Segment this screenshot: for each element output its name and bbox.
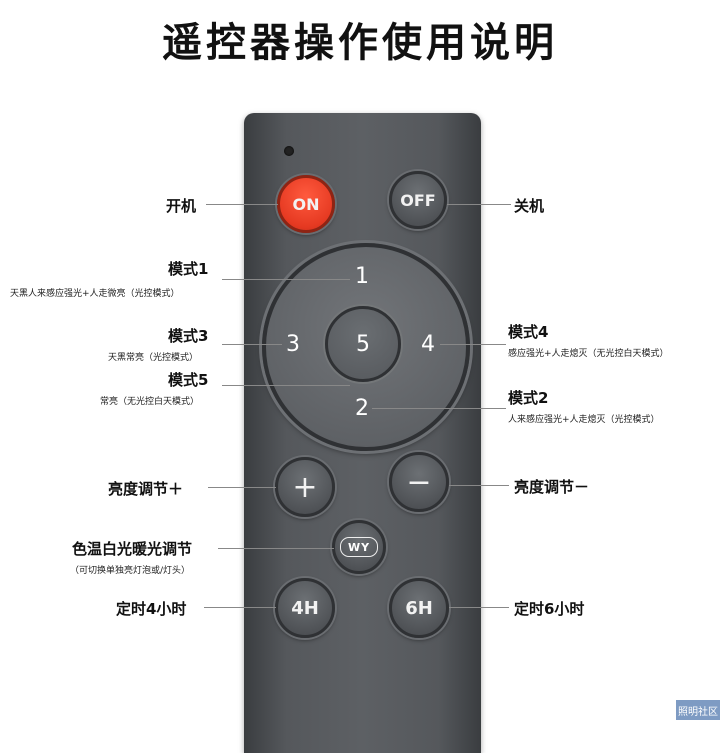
- brightness-up-button[interactable]: +: [275, 457, 335, 517]
- callout-line-mode2: [372, 408, 506, 409]
- timer-4h-button[interactable]: 4H: [275, 578, 335, 638]
- mode-5-button[interactable]: 5: [325, 306, 401, 382]
- ir-sensor: [284, 146, 294, 156]
- callout-line-mode5: [222, 385, 350, 386]
- timer-6h-button[interactable]: 6H: [389, 578, 449, 638]
- callout-line-bright-down: [449, 485, 509, 486]
- mode-5-label: 5: [356, 331, 370, 357]
- wy-icon: WY: [340, 537, 378, 557]
- on-button-label: ON: [292, 194, 320, 214]
- callout-line-on: [206, 204, 278, 205]
- callout-line-bright-up: [208, 487, 276, 488]
- page-title: 遥控器操作使用说明: [162, 20, 558, 66]
- callout-line-mode1: [222, 279, 350, 280]
- watermark: 照明社区: [676, 700, 720, 720]
- label-color-temp-desc: （可切换单独亮灯泡或/灯头）: [70, 566, 191, 576]
- label-mode3: 模式3: [168, 327, 209, 345]
- label-mode1-desc: 天黑人来感应强光+人走微亮（光控模式）: [10, 289, 180, 299]
- label-mode4-desc: 感应强光+人走熄灭（无光控白天模式）: [508, 349, 669, 359]
- label-color-temp: 色温白光暖光调节: [72, 540, 193, 558]
- mode-3-button[interactable]: 3: [286, 331, 300, 357]
- callout-line-timer6: [449, 607, 509, 608]
- timer-4h-label: 4H: [291, 597, 319, 619]
- callout-line-timer4: [204, 607, 276, 608]
- label-mode1: 模式1: [168, 260, 209, 278]
- color-temp-button[interactable]: WY: [332, 520, 386, 574]
- brightness-down-button[interactable]: −: [389, 452, 449, 512]
- callout-line-color-temp: [218, 548, 334, 549]
- label-mode2: 模式2: [508, 389, 549, 407]
- callout-line-off: [447, 204, 511, 205]
- label-timer4: 定时4小时: [116, 600, 187, 618]
- minus-icon: −: [406, 464, 432, 500]
- callout-line-mode4: [440, 344, 506, 345]
- mode-1-button[interactable]: 1: [355, 263, 369, 289]
- on-button[interactable]: ON: [277, 175, 335, 233]
- timer-6h-label: 6H: [405, 597, 433, 619]
- label-power-off: 关机: [514, 197, 545, 215]
- label-brightness-down: 亮度调节－: [514, 478, 590, 496]
- off-button-label: OFF: [400, 190, 436, 210]
- callout-line-mode3: [222, 344, 282, 345]
- label-mode5-desc: 常亮（无光控白天模式）: [100, 397, 200, 407]
- label-mode4: 模式4: [508, 323, 549, 341]
- off-button[interactable]: OFF: [389, 171, 447, 229]
- label-timer6: 定时6小时: [514, 600, 585, 618]
- label-power-on: 开机: [166, 197, 197, 215]
- label-brightness-up: 亮度调节＋: [108, 480, 184, 498]
- mode-4-button[interactable]: 4: [421, 331, 435, 357]
- plus-icon: +: [292, 469, 318, 505]
- label-mode2-desc: 人来感应强光+人走熄灭（光控模式）: [508, 415, 660, 425]
- mode-2-button[interactable]: 2: [355, 395, 369, 421]
- label-mode5: 模式5: [168, 371, 209, 389]
- label-mode3-desc: 天黑常亮（光控模式）: [108, 353, 199, 363]
